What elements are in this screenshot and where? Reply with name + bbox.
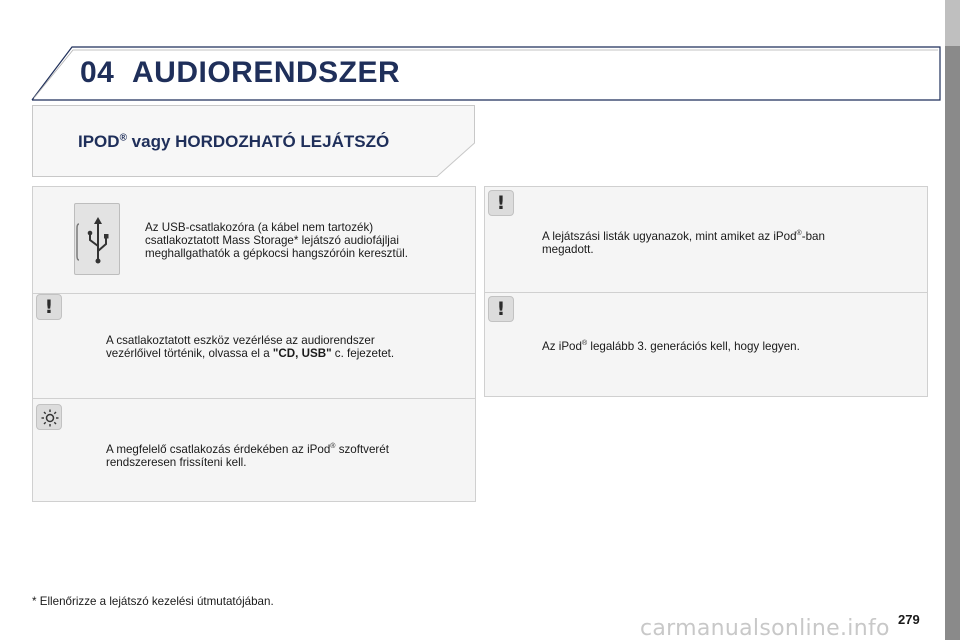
usb-description: Az USB-csatlakozóra (a kábel nem tartozé…	[145, 221, 408, 260]
section-title-box	[32, 105, 475, 177]
panel-divider	[33, 293, 475, 294]
page-edge-bar-top	[945, 0, 960, 46]
warning-icon: !	[36, 294, 62, 320]
warning-text-generation: Az iPod® legalább 3. generációs kell, ho…	[542, 339, 800, 353]
lightbulb-icon	[36, 404, 62, 430]
warning-text-control: A csatlakoztatott eszköz vezérlése az au…	[106, 334, 395, 360]
panel-divider	[33, 398, 475, 399]
warning-text-playlists: A lejátszási listák ugyanazok, mint amik…	[542, 229, 825, 256]
warning-icon: !	[488, 296, 514, 322]
page-edge-bar	[945, 0, 960, 640]
tip-text-update: A megfelelő csatlakozás érdekében az iPo…	[106, 442, 389, 469]
page-number: 279	[898, 612, 920, 627]
warning-icon: !	[488, 190, 514, 216]
panel-divider	[485, 292, 927, 293]
section-title: IPOD® vagy HORDOZHATÓ LEJÁTSZÓ	[78, 132, 390, 151]
header-frame	[31, 46, 941, 101]
footnote: * Ellenőrizze a lejátszó kezelési útmuta…	[32, 595, 274, 608]
chapter-number: 04	[80, 56, 115, 89]
watermark: carmanualsonline.info	[640, 616, 890, 641]
usb-icon	[74, 203, 120, 275]
right-info-panel	[484, 186, 928, 397]
chapter-title: AUDIORENDSZER	[132, 56, 401, 89]
